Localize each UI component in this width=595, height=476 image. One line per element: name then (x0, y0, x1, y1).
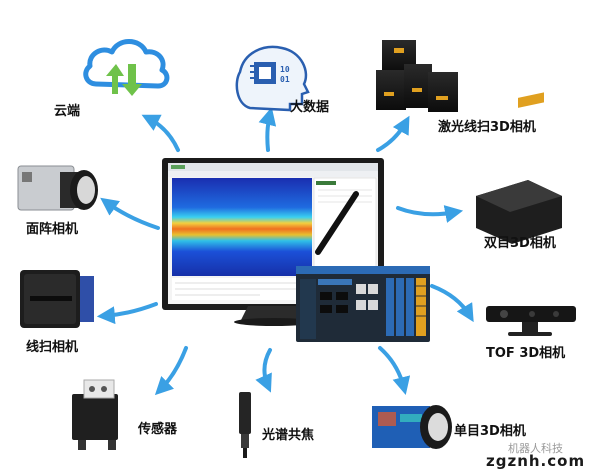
connection-arrows (96, 107, 474, 396)
label-mono-3d-camera: 单目3D相机 (454, 424, 526, 439)
label-sensor: 传感器 (138, 422, 178, 437)
label-big-data: 大数据 (290, 100, 330, 115)
laser-3d-camera-icon (376, 40, 458, 112)
cloud-icon (83, 39, 170, 96)
label-stereo-3d-camera: 双目3D相机 (484, 236, 556, 251)
area-camera-icon (17, 165, 98, 211)
arrow-to-cloud (141, 114, 180, 152)
label-laser-3d-camera: 激光线扫3D相机 (438, 120, 536, 135)
label-spectral-confocal: 光谱共焦 (262, 428, 315, 443)
label-area-camera: 面阵相机 (26, 222, 79, 237)
arrow-to-mono3d (378, 346, 411, 395)
label-line-camera: 线扫相机 (26, 340, 79, 355)
svg-text:10: 10 (280, 65, 290, 74)
watermark-text: zgznh.com (486, 452, 586, 470)
mono-3d-camera-icon (372, 405, 452, 449)
label-tof-3d-camera: TOF 3D相机 (486, 346, 566, 361)
line-scan-camera-icon (20, 270, 94, 328)
arrow-to-sensor (154, 346, 188, 396)
label-cloud: 云端 (54, 104, 81, 119)
arrow-to-area-camera (100, 197, 160, 230)
svg-text:01: 01 (280, 75, 290, 84)
arrow-to-line-camera (96, 302, 158, 325)
arrow-to-bigdata (258, 107, 277, 152)
spectral-confocal-icon (239, 392, 251, 458)
sensor-icon (72, 379, 118, 450)
arrow-to-stereo3d (396, 205, 464, 223)
watermark-cn: 机器人科技 (508, 442, 563, 455)
heatmap-view (172, 178, 312, 276)
arrow-to-laser3d (376, 115, 410, 152)
arrow-to-tof3d (430, 284, 474, 323)
arrow-to-spectral (255, 348, 272, 393)
stereo-3d-camera-icon (476, 92, 562, 244)
big-data-icon: 10 01 (235, 45, 310, 112)
edge-controller (296, 191, 430, 342)
tof-3d-camera-icon (486, 306, 576, 336)
